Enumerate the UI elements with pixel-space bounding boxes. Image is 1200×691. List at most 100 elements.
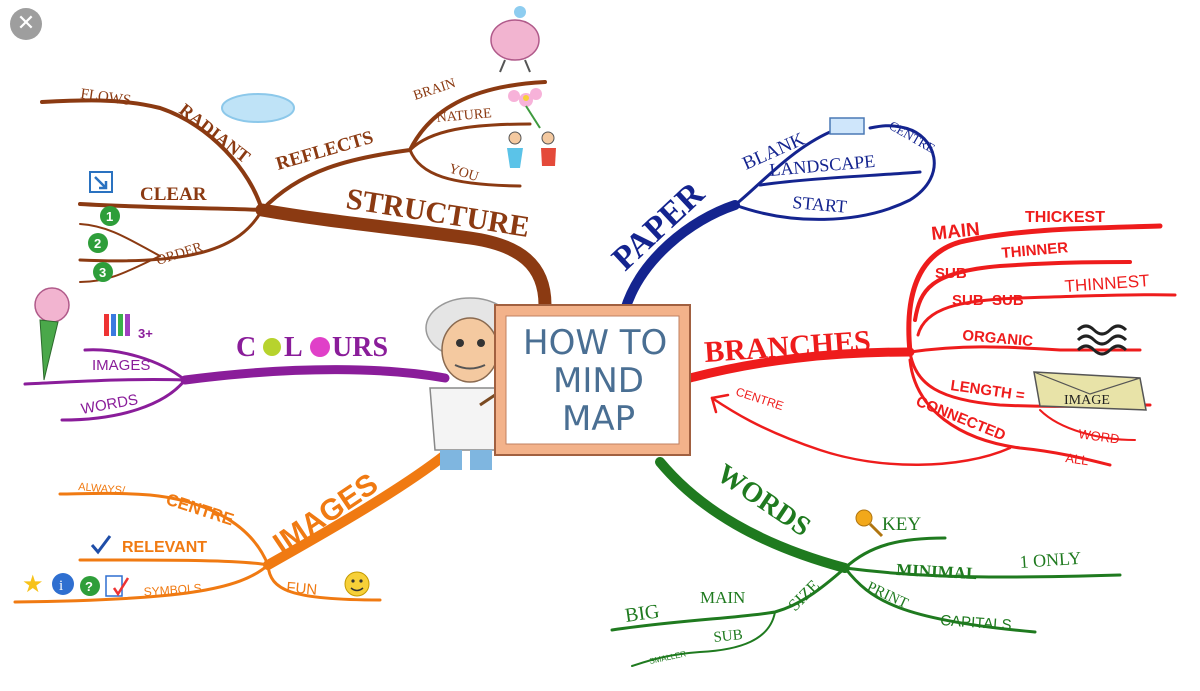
blank-sheet-icon — [829, 117, 865, 135]
key-line — [843, 536, 947, 570]
brain-pencil-icon — [34, 287, 70, 381]
colours-main-line — [180, 365, 450, 385]
image-label: IMAGE — [1064, 393, 1110, 408]
number-3-icon — [93, 262, 113, 282]
colours-title-l: L — [284, 332, 303, 363]
colour-words-label: WORDS — [80, 391, 140, 418]
centre-label: CENTRE — [887, 118, 938, 156]
center-title-line2: MIND — [553, 361, 644, 401]
main-word-label: MAIN — [700, 588, 745, 607]
centre-line — [58, 491, 270, 567]
brain-label: BRAIN — [412, 76, 458, 104]
key-label: KEY — [882, 514, 921, 535]
paper-labels: PAPER BLANK CENTRE LANDSCAPE START — [605, 117, 938, 278]
word-label: WORD — [1078, 426, 1121, 447]
order-label: ORDER — [155, 240, 205, 269]
number-2-text: 2 — [94, 236, 101, 251]
relevant-label: RELEVANT — [122, 539, 207, 556]
organic-line — [908, 345, 1142, 354]
number-badges: 1 2 3 — [88, 206, 120, 282]
minimal-label: MINIMAL — [896, 560, 978, 583]
center-title-line1: HOW TO — [523, 323, 667, 363]
main-line — [906, 223, 1163, 355]
centre-arrow-label: CENTRE — [734, 385, 785, 414]
thickest-label: THICKEST — [1025, 209, 1105, 226]
one-only-label: 1 ONLY — [1019, 548, 1082, 572]
people-icon — [507, 131, 556, 168]
paper-main-line — [620, 200, 740, 315]
paper-branch — [620, 124, 936, 315]
branches-title: BRANCHES — [703, 324, 872, 369]
smaller-line — [631, 611, 776, 667]
order-line — [78, 208, 264, 263]
word-line — [1039, 409, 1136, 441]
checkmark-icon — [90, 535, 112, 555]
nature-line — [408, 122, 532, 152]
envelope-icon — [1033, 371, 1147, 411]
branches-labels: BRANCHES MAIN THICKEST SUB THINNER SUB S… — [703, 209, 1150, 468]
pens-icon — [104, 314, 130, 336]
structure-main-line — [255, 203, 552, 312]
colour-words-line — [60, 378, 187, 422]
centre-arrow-head — [710, 393, 730, 414]
connected-label: CONNECTED — [914, 393, 1009, 444]
sub-line — [913, 260, 1132, 322]
info-icon-glyph: i — [59, 578, 63, 594]
symbols-label: SYMBOLS — [143, 581, 202, 599]
words-title: WORDS — [711, 458, 816, 543]
organic-label: ORGANIC — [962, 327, 1034, 350]
close-icon: ✕ — [16, 11, 36, 36]
center-board: HOW TO MIND MAP — [494, 304, 691, 456]
clear-line — [78, 202, 264, 212]
subsub-label: SUB SUB — [952, 292, 1024, 309]
start-label: START — [792, 192, 848, 217]
fun-line — [266, 563, 382, 602]
number-2-icon — [88, 233, 108, 253]
subsub-line — [916, 293, 1177, 337]
minimal-line — [843, 566, 1122, 579]
info-icon — [52, 573, 74, 595]
capitals-label: CAPITALS — [940, 612, 1012, 634]
center-title-line3: MAP — [562, 399, 635, 439]
landscape-line — [758, 170, 922, 187]
images-title: IMAGES — [267, 467, 384, 561]
always-label: ALWAYS/ — [78, 481, 127, 497]
images-main-line — [263, 450, 450, 570]
radiant-line — [40, 98, 264, 212]
symbols-line — [13, 563, 270, 604]
all-label: ALL — [1065, 450, 1090, 468]
smaller-label: SMALLER — [649, 649, 688, 666]
nature-label: NATURE — [436, 106, 492, 126]
thinnest-label: THINNEST — [1064, 271, 1150, 296]
close-button[interactable]: ✕ — [10, 8, 42, 40]
board-surface — [505, 315, 680, 445]
structure-branch — [40, 80, 552, 312]
blank-line — [733, 130, 832, 207]
size-line — [610, 566, 847, 632]
clear-label: CLEAR — [140, 184, 207, 205]
colour-left-line — [23, 377, 187, 386]
help-icon — [80, 576, 100, 596]
arrow-down-right-icon — [94, 176, 108, 190]
words-main-line — [655, 457, 850, 573]
images-branch — [13, 450, 450, 604]
colours-title-o2-icon — [310, 337, 330, 357]
water-drop-icon — [221, 93, 295, 123]
sub-word-label: SUB — [713, 627, 744, 646]
centre-arrow-line — [710, 396, 1012, 466]
brain-character-icon — [490, 6, 540, 73]
colours-title-c: C — [236, 332, 256, 363]
colours-title-urs: URS — [332, 332, 388, 363]
centre-loop — [733, 124, 936, 221]
symbol-icons: ★ i ? — [22, 571, 130, 598]
big-label: BIG — [624, 600, 661, 627]
you-line — [408, 148, 522, 188]
number-1-text: 1 — [106, 209, 113, 224]
number-3-text: 3 — [99, 265, 106, 280]
flower-icon — [508, 88, 542, 129]
wavy-lines-icon — [1076, 324, 1128, 356]
relevant-line — [78, 558, 270, 567]
sub-label: SUB — [935, 265, 967, 282]
number-1-icon — [100, 206, 120, 226]
